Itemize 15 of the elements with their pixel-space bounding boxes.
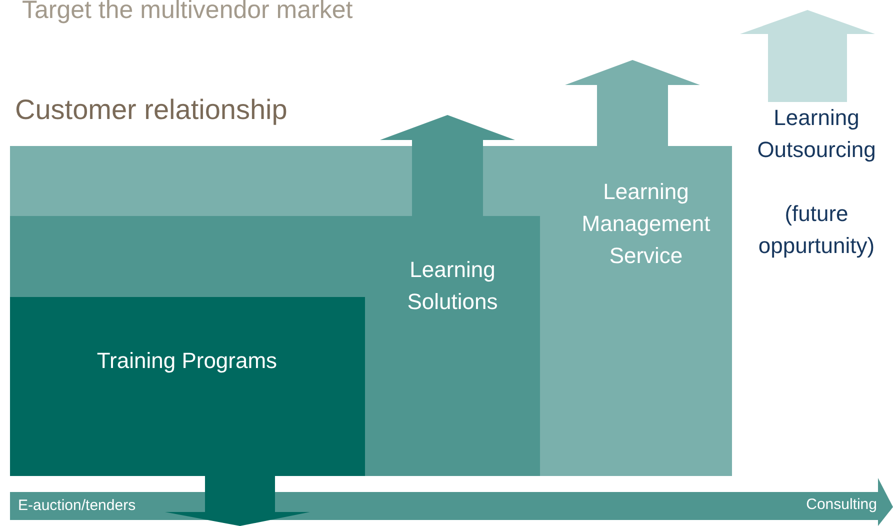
scale-label: Consulting <box>806 496 877 513</box>
band-heading: Customer relationship <box>15 93 288 127</box>
outsourcing-label: Learning Outsourcing <box>756 104 877 164</box>
layer-band <box>10 216 540 476</box>
block-arrow <box>740 10 875 102</box>
box-label: Training Programs <box>96 347 278 375</box>
scale-label: E-auction/tenders <box>18 497 136 514</box>
block-arrow <box>165 476 310 526</box>
block-arrow <box>380 115 515 216</box>
layer-box <box>10 297 365 476</box>
block-arrow <box>565 60 700 146</box>
outsourcing-note: (future oppurtunity) <box>757 200 876 260</box>
title: Target the multivendor market <box>22 0 353 25</box>
band-label: Learning Solutions <box>406 256 499 316</box>
band-label: Learning Management Service <box>580 178 712 270</box>
